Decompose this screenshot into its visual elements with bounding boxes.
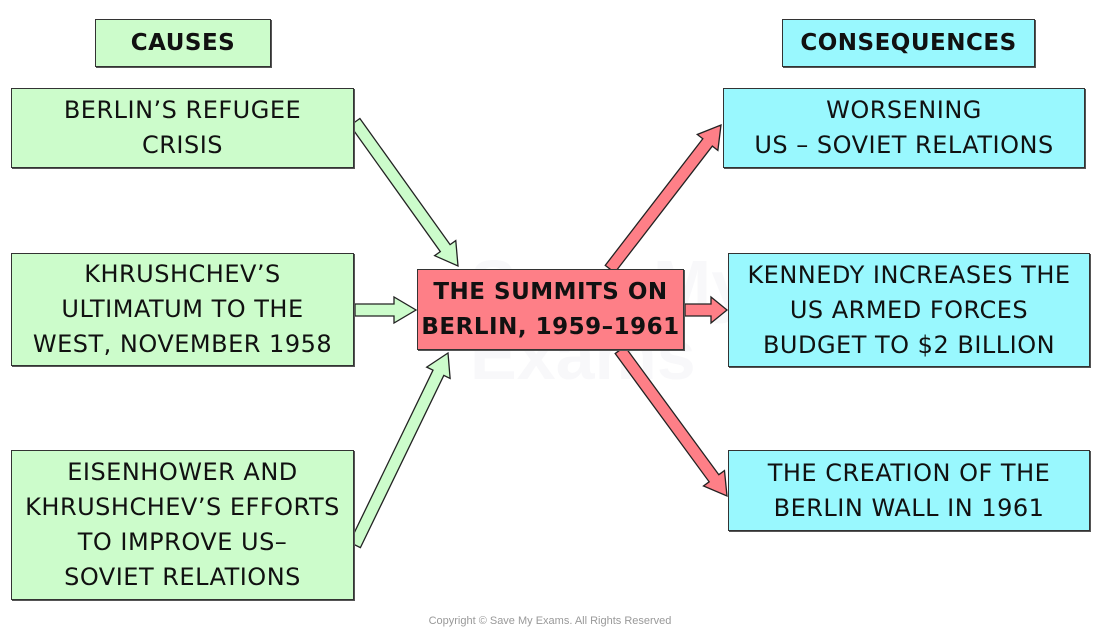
causes-header-label: CAUSES	[130, 29, 236, 56]
center-box-summits: THE SUMMITS ON BERLIN, 1959–1961	[417, 269, 684, 350]
arrow-summits-to-berlin-wall	[614, 345, 728, 498]
cause-text: ULTIMATUM TO THE	[61, 295, 304, 323]
consequence-text: US – SOVIET RELATIONS	[754, 131, 1054, 159]
cause-text: SOVIET RELATIONS	[64, 563, 301, 591]
arrow-cause-ultimatum-to-summits	[354, 295, 418, 325]
consequence-text: BERLIN WALL IN 1961	[773, 493, 1045, 522]
consequence-text: THE CREATION OF THE	[767, 458, 1051, 487]
cause-text: EISENHOWER AND	[67, 458, 298, 486]
cause-box-refugee-crisis: BERLIN’S REFUGEE CRISIS	[11, 88, 354, 168]
copyright-notice: Copyright © Save My Exams. All Rights Re…	[428, 615, 672, 627]
consequence-box-budget: KENNEDY INCREASES THE US ARMED FORCES BU…	[728, 253, 1090, 367]
consequence-box-berlin-wall: THE CREATION OF THE BERLIN WALL IN 1961	[728, 450, 1090, 531]
consequence-text: WORSENING	[826, 96, 982, 124]
cause-box-ultimatum: KHRUSHCHEV’S ULTIMATUM TO THE WEST, NOVE…	[11, 253, 354, 366]
consequence-text: US ARMED FORCES	[789, 295, 1029, 324]
cause-text: KHRUSHCHEV’S	[84, 260, 281, 288]
consequences-header: CONSEQUENCES	[782, 19, 1035, 67]
arrow-cause-relations-to-summits	[348, 351, 451, 549]
center-text: THE SUMMITS ON	[433, 278, 668, 305]
arrow-summits-to-worsening	[604, 123, 722, 274]
cause-text: WEST, NOVEMBER 1958	[32, 330, 333, 358]
cause-text: TO IMPROVE US–	[77, 528, 288, 556]
consequence-text: KENNEDY INCREASES THE	[747, 260, 1071, 289]
cause-text: CRISIS	[141, 131, 224, 159]
arrow-summits-to-budget	[684, 295, 729, 325]
consequence-text: BUDGET TO $2 BILLION	[762, 330, 1056, 359]
cause-text: BERLIN’S REFUGEE	[63, 96, 302, 124]
consequences-header-label: CONSEQUENCES	[800, 29, 1017, 56]
causes-header: CAUSES	[95, 19, 271, 67]
cause-box-improve-relations: EISENHOWER AND KHRUSHCHEV’S EFFORTS TO I…	[11, 450, 354, 600]
cause-text: KHRUSHCHEV’S EFFORTS	[25, 493, 340, 521]
arrow-cause-refugee-to-summits	[349, 117, 459, 268]
center-text: BERLIN, 1959–1961	[421, 313, 680, 340]
consequence-box-worsening-relations: WORSENING US – SOVIET RELATIONS	[723, 88, 1085, 168]
